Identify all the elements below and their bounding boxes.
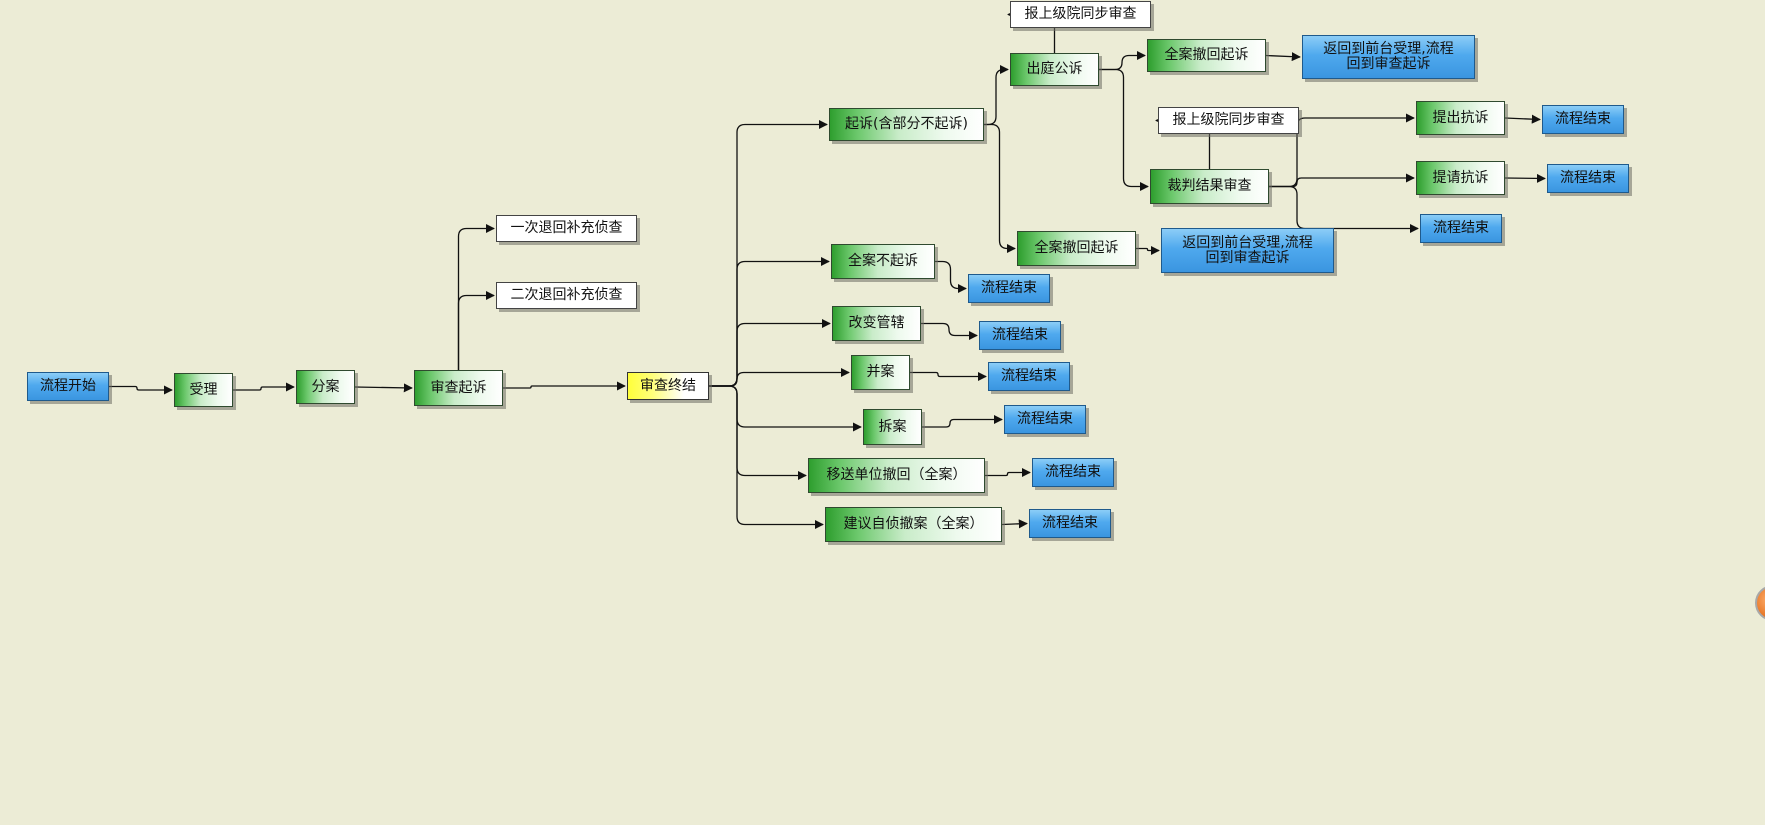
edge-judgment_review-to-end_judgment (1269, 185, 1419, 234)
edge-merge_case-to-end_merge (910, 371, 987, 382)
node-suggest-withdraw[interactable]: 建议自侦撤案（全案） (825, 507, 1002, 542)
edge-review_end-to-merge_case (709, 367, 850, 387)
node-first-return[interactable]: 一次退回补充侦查 (496, 215, 637, 242)
edge-start-to-accept (109, 385, 173, 395)
node-end-transfer[interactable]: 流程结束 (1032, 458, 1114, 487)
edge-review_end-to-split_case (709, 385, 862, 432)
edge-prosecute-to-withdraw_all_2 (984, 123, 1016, 254)
edge-appear_in_court-to-judgment_review (1099, 68, 1149, 192)
node-split-case[interactable]: 拆案 (863, 409, 922, 445)
edge-review_end-to-non_prosecute_all (709, 256, 830, 387)
edge-review_end-to-prosecute (709, 119, 828, 387)
edge-withdraw_all_2-to-return_front_2 (1136, 245, 1160, 256)
node-accept[interactable]: 受理 (174, 373, 233, 407)
node-non-prosecute-all[interactable]: 全案不起诉 (831, 244, 935, 279)
node-end-suggest[interactable]: 流程结束 (1029, 509, 1111, 538)
edge-raise_protest-to-end_protest_1 (1504, 114, 1541, 124)
edge-review_end-to-change_jurisdiction (709, 318, 831, 387)
node-withdraw-all-2[interactable]: 全案撤回起诉 (1017, 231, 1136, 266)
edge-request_protest-to-end_protest_2 (1504, 173, 1546, 183)
node-return-front-1[interactable]: 返回到前台受理,流程 回到审查起诉 (1302, 35, 1475, 79)
node-end-non-prosecute[interactable]: 流程结束 (968, 274, 1050, 303)
node-change-jurisdiction[interactable]: 改变管辖 (832, 306, 921, 341)
node-end-protest-2[interactable]: 流程结束 (1547, 164, 1629, 193)
edge-review_prosecution-to-second_return (457, 290, 495, 370)
edge-suggest_withdraw-to-end_suggest (1001, 519, 1028, 529)
node-return-front-2[interactable]: 返回到前台受理,流程 回到审查起诉 (1161, 228, 1334, 273)
node-start[interactable]: 流程开始 (27, 372, 109, 401)
edge-change_jurisdiction-to-end_change (921, 322, 978, 341)
node-second-return[interactable]: 二次退回补充侦查 (496, 282, 637, 309)
node-prosecute[interactable]: 起诉(含部分不起诉) (829, 108, 984, 141)
edge-review_prosecution-to-review_end (503, 381, 626, 391)
edge-review_end-to-suggest_withdraw (709, 385, 824, 530)
edge-withdraw_all_1-to-return_front_1 (1265, 52, 1301, 62)
edge-appear_in_court-to-withdraw_all_1 (1099, 50, 1146, 71)
node-review-end[interactable]: 审查终结 (627, 372, 709, 400)
edge-accept-to-assign (233, 382, 295, 392)
edge-transfer_withdraw-to-end_transfer (985, 467, 1031, 478)
edge-non_prosecute_all-to-end_non_prosecute (935, 260, 967, 294)
node-merge-case[interactable]: 并案 (851, 355, 910, 390)
node-review-prosecution[interactable]: 审查起诉 (414, 370, 503, 406)
edge-review_end-to-transfer_withdraw (709, 385, 807, 481)
edge-judgment_review-to-request_protest (1269, 173, 1415, 188)
node-end-merge[interactable]: 流程结束 (988, 362, 1070, 391)
node-withdraw-all-1[interactable]: 全案撤回起诉 (1147, 39, 1266, 72)
node-report-superior-2[interactable]: 报上级院同步审查 (1158, 107, 1299, 134)
node-end-change[interactable]: 流程结束 (979, 321, 1061, 350)
edge-review_prosecution-to-first_return (457, 223, 495, 370)
node-end-split[interactable]: 流程结束 (1004, 405, 1086, 434)
edge-assign-to-review_prosecution (354, 383, 413, 393)
edge-prosecute-to-appear_in_court (984, 64, 1009, 126)
edge-split_case-to-end_split (922, 414, 1003, 428)
node-end-judgment[interactable]: 流程结束 (1420, 214, 1502, 243)
node-assign[interactable]: 分案 (296, 370, 355, 404)
node-request-protest[interactable]: 提请抗诉 (1416, 161, 1505, 195)
node-raise-protest[interactable]: 提出抗诉 (1416, 101, 1505, 135)
node-report-superior-1[interactable]: 报上级院同步审查 (1010, 1, 1151, 28)
node-end-protest-1[interactable]: 流程结束 (1542, 105, 1624, 134)
node-judgment-review[interactable]: 裁判结果审查 (1150, 169, 1269, 204)
node-appear-in-court[interactable]: 出庭公诉 (1010, 53, 1099, 86)
node-transfer-withdraw[interactable]: 移送单位撤回（全案） (808, 458, 985, 493)
scroll-handle-icon[interactable] (1755, 585, 1765, 621)
